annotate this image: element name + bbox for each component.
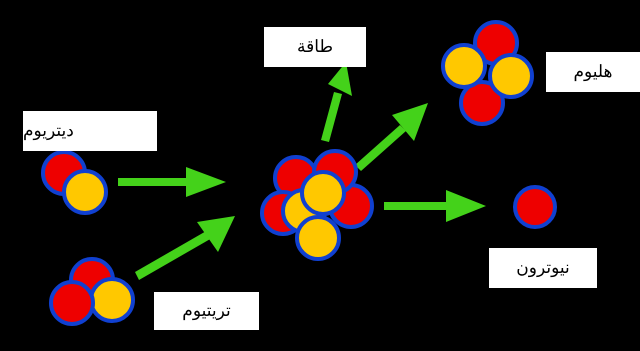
label-deuterium: ديتريوم [23,111,157,151]
proton [459,80,505,126]
arrow-deuterium [118,167,226,197]
arrow-neutron [384,190,486,222]
arrow-energy [321,62,352,142]
deuterium-nucleus [41,150,108,215]
neutron [441,43,487,89]
neutron [300,170,346,216]
label-tritium: تريتيوم [154,292,259,330]
helium-nucleus [441,20,534,126]
neutron [295,215,341,261]
tritium-nucleus [49,257,135,326]
neutron [62,169,108,215]
arrow-tritium [135,216,235,280]
neutron [488,53,534,99]
arrow-helium [355,103,428,171]
label-helium: هليوم [546,52,640,92]
neutron-particle [513,185,557,229]
proton [49,280,95,326]
proton [513,185,557,229]
label-energy: طاقة [264,27,366,67]
label-neutron: نيوترون [489,248,597,288]
compound-nucleus [260,149,374,261]
neutron [89,277,135,323]
